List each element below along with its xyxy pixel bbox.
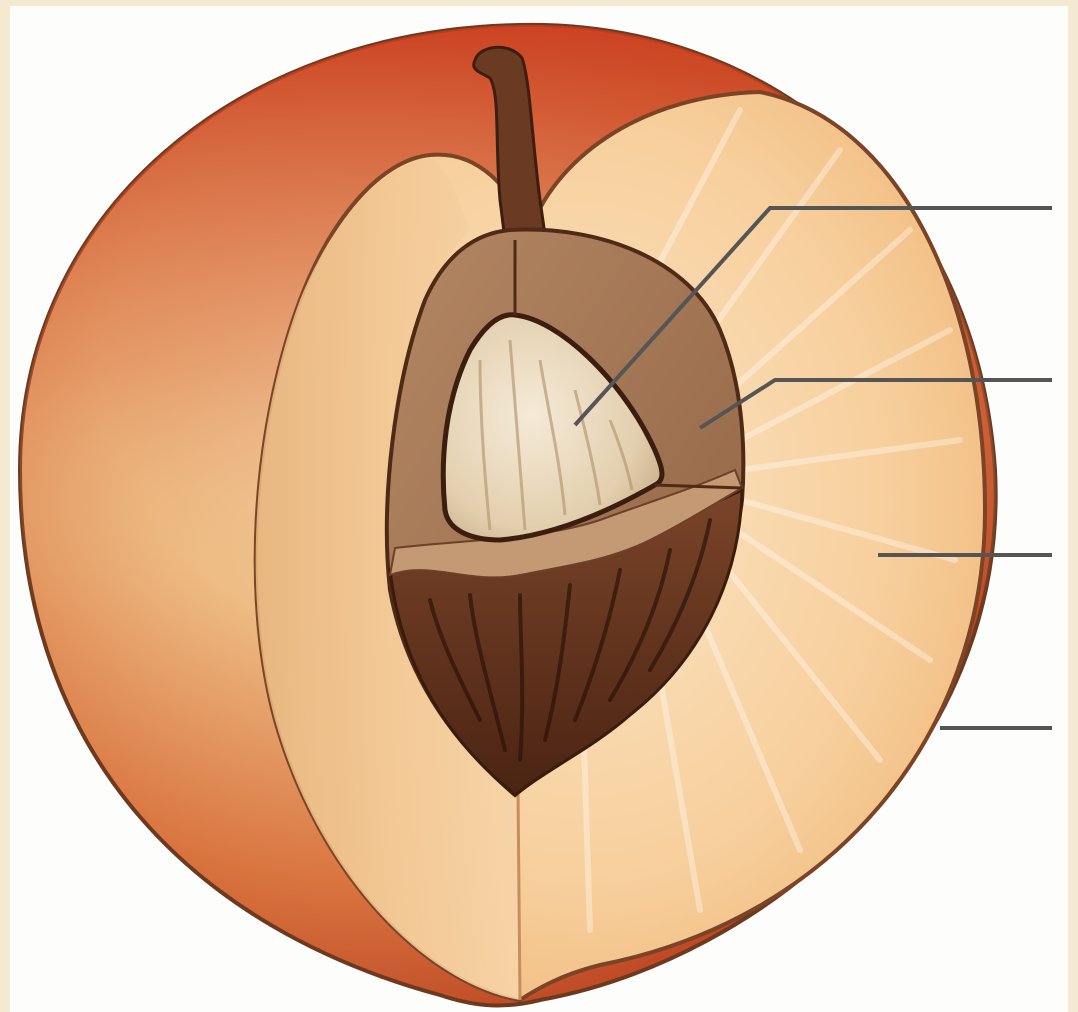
cut-seam — [518, 790, 520, 1000]
